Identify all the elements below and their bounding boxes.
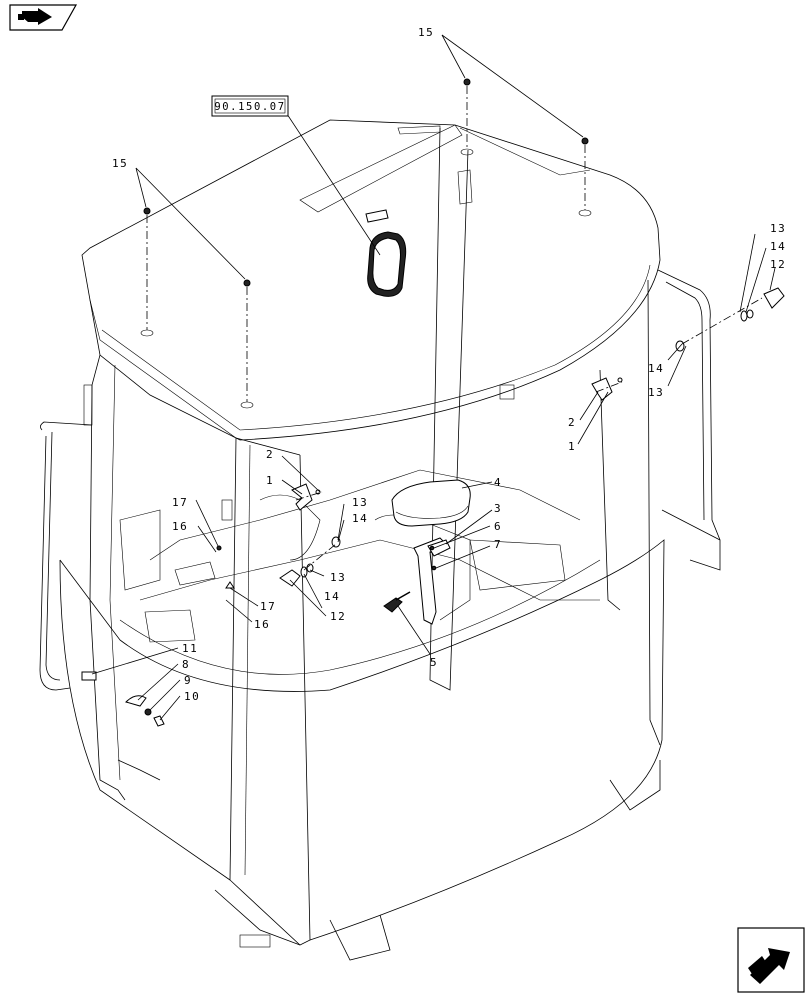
callout-15: 15: [418, 26, 434, 39]
knob-right: [675, 287, 785, 352]
callout-13: 13: [352, 496, 368, 509]
callout-7: 7: [494, 538, 502, 551]
previous-page-arrow-icon[interactable]: [9, 4, 78, 31]
handle-lever: [383, 591, 411, 613]
callout-4: 4: [494, 476, 502, 489]
callout-14: 14: [770, 240, 786, 253]
headrest-pad: [391, 479, 471, 527]
callout-13: 13: [330, 571, 346, 584]
callout-6: 6: [494, 520, 502, 533]
callout-2: 2: [568, 416, 576, 429]
callout-1: 1: [266, 474, 274, 487]
bolts-15: [140, 78, 592, 409]
callout-13: 13: [770, 222, 786, 235]
callout-3: 3: [494, 502, 502, 515]
callout-16: 16: [254, 618, 270, 631]
callout-10: 10: [184, 690, 200, 703]
cab-frame: [39, 119, 721, 961]
callout-9: 9: [184, 674, 192, 687]
callout-5: 5: [430, 656, 438, 669]
callout-11: 11: [182, 642, 198, 655]
small-hardware: [81, 545, 437, 727]
callout-14: 14: [352, 512, 368, 525]
latch-right: [591, 377, 623, 401]
callout-12: 12: [330, 610, 346, 623]
callout-12: 12: [770, 258, 786, 271]
callout-13: 13: [648, 386, 664, 399]
next-page-arrow-icon[interactable]: [737, 927, 805, 993]
reference-box[interactable]: 90.150.07: [211, 95, 289, 117]
support-bracket: [413, 537, 451, 625]
reference-code: 90.150.07: [214, 101, 285, 113]
leader-lines: [91, 34, 776, 721]
assembly-lines: [146, 86, 763, 571]
rear-view-mirror: [365, 209, 407, 297]
callout-8: 8: [182, 658, 190, 671]
callout-labels: 15 15 13 14 12 14 13 2 1 2 1 13 14 13 14…: [112, 26, 786, 703]
callout-15: 15: [112, 157, 128, 170]
callout-14: 14: [324, 590, 340, 603]
callout-2: 2: [266, 448, 274, 461]
callout-1: 1: [568, 440, 576, 453]
callout-16: 16: [172, 520, 188, 533]
callout-17: 17: [260, 600, 276, 613]
callout-17: 17: [172, 496, 188, 509]
callout-14: 14: [648, 362, 664, 375]
